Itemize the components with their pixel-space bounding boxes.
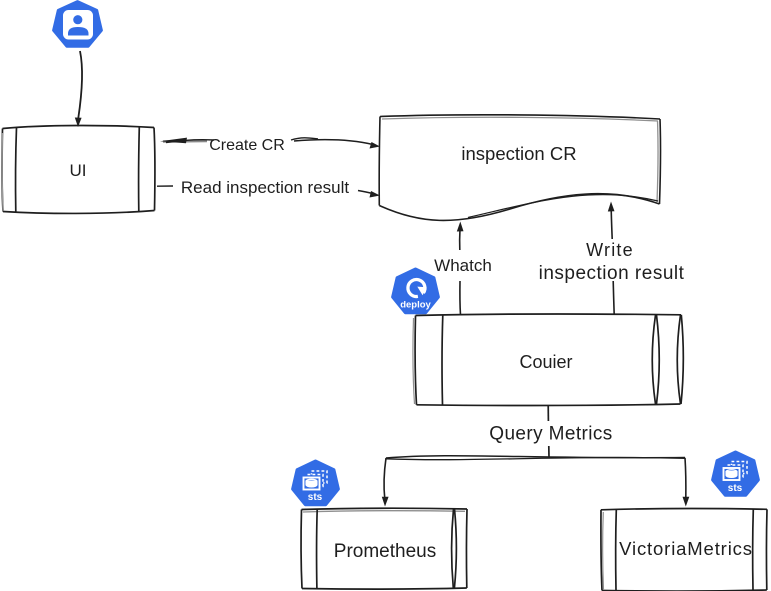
svg-text:UI: UI	[70, 161, 87, 180]
svg-text:Prometheus: Prometheus	[334, 541, 436, 562]
svg-text:VictoriaMetrics: VictoriaMetrics	[619, 538, 753, 559]
svg-text:Write: Write	[586, 240, 634, 260]
svg-text:deploy: deploy	[400, 300, 431, 311]
svg-text:sts: sts	[308, 492, 323, 503]
svg-text:Read inspection result: Read inspection result	[181, 178, 349, 197]
svg-text:Whatch: Whatch	[434, 256, 492, 275]
svg-text:inspection CR: inspection CR	[461, 143, 576, 164]
svg-text:Query Metrics: Query Metrics	[489, 424, 612, 445]
svg-text:Create CR: Create CR	[209, 137, 285, 154]
svg-text:Couier: Couier	[519, 352, 572, 372]
svg-text:inspection result: inspection result	[539, 263, 685, 284]
svg-text:sts: sts	[728, 483, 743, 494]
